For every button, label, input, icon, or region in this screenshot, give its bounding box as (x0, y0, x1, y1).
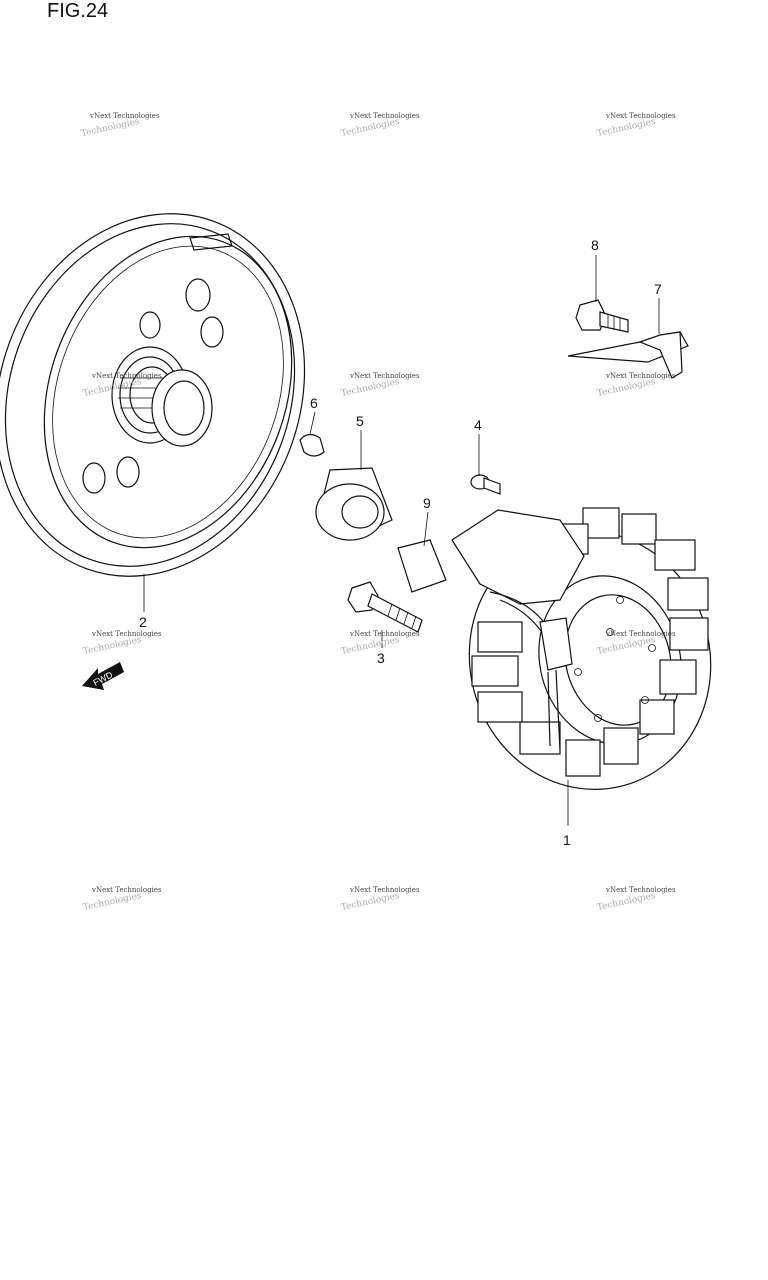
watermark-shadow: Technologies (596, 891, 657, 913)
watermark-shadow: Technologies (80, 117, 141, 139)
leader-lines (143, 255, 660, 826)
watermark-text: vNext Technologies (605, 112, 676, 120)
watermark-shadow: Technologies (340, 117, 401, 139)
callout-1: 1 (563, 832, 571, 848)
watermark-shadow: Technologies (596, 117, 657, 139)
callout-7: 7 (654, 281, 662, 297)
callout-3: 3 (377, 650, 385, 666)
spacer-collar (315, 467, 393, 541)
watermark-text: vNext Technologies (91, 886, 162, 894)
watermark-text: vNext Technologies (605, 372, 676, 380)
watermark-shadow: Technologies (82, 891, 143, 913)
flange-bolt-3 (347, 581, 423, 633)
fwd-arrow-icon: FWD (82, 662, 124, 690)
watermark-shadow: Technologies (340, 891, 401, 913)
watermark-text: vNext Technologies (349, 630, 420, 638)
flange-bolt-8 (575, 299, 629, 333)
callout-4: 4 (474, 417, 482, 433)
watermark-text: vNext Technologies (89, 112, 160, 120)
woodruff-key (299, 433, 325, 457)
flywheel-rotor (0, 213, 306, 577)
watermark-text: vNext Technologies (349, 372, 420, 380)
watermark-shadow: Technologies (596, 377, 657, 399)
figure-title: FIG.24 (47, 0, 109, 22)
watermark-text: vNext Technologies (349, 112, 420, 120)
watermark-shadow: Technologies (340, 635, 401, 657)
wire-clamp (567, 331, 689, 379)
watermark-text: vNext Technologies (91, 372, 162, 380)
watermark-text: vNext Technologies (605, 886, 676, 894)
watermark-text: vNext Technologies (91, 630, 162, 638)
callout-8: 8 (591, 237, 599, 253)
stator-coil (451, 507, 712, 790)
watermark-text: vNext Technologies (605, 630, 676, 638)
callout-5: 5 (356, 413, 364, 429)
callout-6: 6 (310, 395, 318, 411)
watermark-shadow: Technologies (82, 635, 143, 657)
callout-9: 9 (423, 495, 431, 511)
callout-labels: 1 2 3 4 5 6 7 8 9 (139, 237, 662, 848)
insulation-pad (397, 539, 447, 593)
watermark-shadow: Technologies (340, 377, 401, 399)
small-screw (470, 474, 501, 495)
callout-2: 2 (139, 614, 147, 630)
watermark-text: vNext Technologies (349, 886, 420, 894)
